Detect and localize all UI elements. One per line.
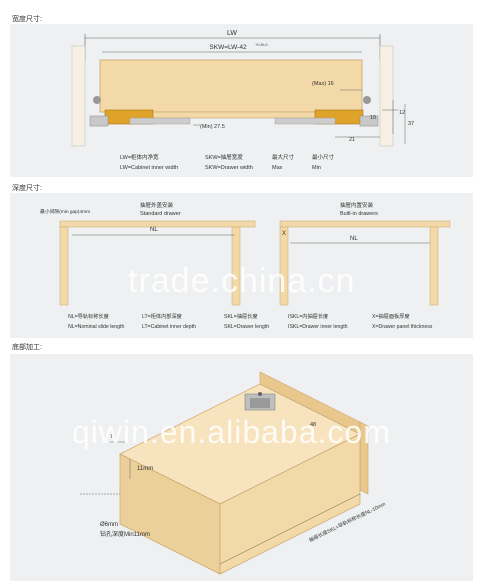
- section-title-width: 宽度尺寸:: [12, 16, 42, 23]
- dim-12: 12: [399, 110, 405, 116]
- dim-10: 10: [370, 115, 376, 121]
- legend-skl-cn: SKL=抽屉长度: [224, 312, 258, 320]
- legend-max-en: Max: [272, 165, 283, 171]
- dim-21: 21: [349, 137, 355, 143]
- width-diagram-panel: LW SKW=LW-42 +0.5/-0 (Max) 16 12 10 37 2…: [10, 24, 473, 177]
- legend-lt-en: LT=Cabinet inner depth: [142, 324, 196, 330]
- legend-lw-en: LW=Cabinet inner width: [120, 165, 178, 171]
- standard-drawer-cn: 抽屉外盖安装: [140, 201, 174, 209]
- legend-nl-en: NL=Nominal slide length: [68, 324, 124, 330]
- legend-min-cn: 最小尺寸: [312, 153, 335, 161]
- legend-max-cn: 最大尺寸: [272, 153, 295, 161]
- section-title-bottom: 底部加工:: [12, 344, 42, 351]
- dim-7: 7: [110, 434, 113, 440]
- width-diagram: LW SKW=LW-42 +0.5/-0 (Max) 16 12 10 37 2…: [71, 30, 414, 171]
- legend-skw-en: SKW=Drawer width: [205, 165, 253, 171]
- x-label: X: [282, 231, 286, 237]
- builtin-drawers-en: Built-in drawers: [340, 211, 378, 217]
- min275-label: (Min) 27.5: [200, 124, 225, 130]
- legend-iskl-en: ISKL=Drawer inner length: [288, 324, 348, 330]
- nl-label-standard: NL: [150, 227, 158, 233]
- legend-lw-cn: LW=柜体内净宽: [120, 153, 159, 161]
- bottom-diagram: 7 11mm 48 Ø6mm 钻孔深度Min11mm 抽屉长度SKL=导轨标称长…: [80, 371, 387, 575]
- depth-diagram-panel: 最小间隙(min gap)4mm 抽屉外盖安装 Standard drawer …: [10, 193, 473, 338]
- section-title-depth: 深度尺寸:: [12, 185, 42, 192]
- legend-x-en: X=Drawer panel thickness: [372, 324, 433, 330]
- legend-iskl-cn: ISKL=内抽屉长度: [288, 312, 328, 320]
- hole-diameter: Ø6mm: [100, 522, 118, 528]
- gap-label: 最小间隙(min gap)4mm: [40, 208, 90, 215]
- lw-label: LW: [227, 30, 237, 37]
- max16-label: (Max) 16: [312, 81, 334, 87]
- dim-11mm: 11mm: [137, 466, 153, 472]
- depth-diagram: 最小间隙(min gap)4mm 抽屉外盖安装 Standard drawer …: [40, 201, 451, 330]
- nl-label-builtin: NL: [350, 236, 358, 242]
- bottom-diagram-panel: 7 11mm 48 Ø6mm 钻孔深度Min11mm 抽屉长度SKL=导轨标称长…: [10, 354, 473, 581]
- builtin-drawers-cn: 抽屉内置安装: [340, 201, 374, 209]
- dim-37: 37: [408, 121, 414, 127]
- drill-depth: 钻孔深度Min11mm: [100, 530, 150, 538]
- skw-tolerance: +0.5/-0: [255, 42, 268, 47]
- legend-lt-cn: LT=柜体内部深度: [142, 312, 182, 320]
- skw-label: SKW=LW-42: [209, 44, 247, 51]
- legend-skw-cn: SKW=抽屉宽度: [205, 153, 243, 161]
- legend-skl-en: SKL=Drawer length: [224, 324, 269, 330]
- legend-nl-cn: NL=导轨标称长度: [68, 312, 109, 320]
- dim-48: 48: [310, 422, 316, 428]
- standard-drawer-en: Standard drawer: [140, 211, 181, 217]
- legend-min-en: Min: [312, 165, 321, 171]
- legend-x-cn: X=抽屉面板厚度: [372, 312, 410, 320]
